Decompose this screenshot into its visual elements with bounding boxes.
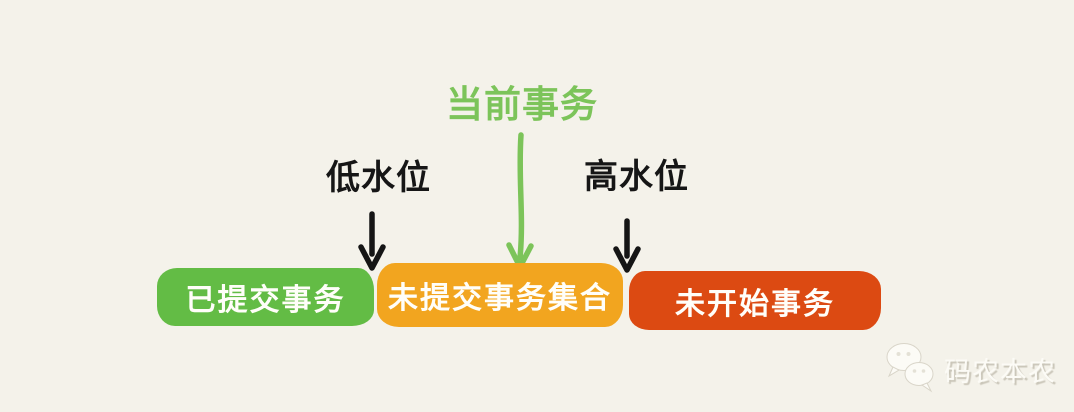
current-transaction-arrow <box>506 132 534 270</box>
bar-uncommitted-transaction-set: 未提交事务集合 <box>377 263 623 327</box>
bar-uncommitted-label: 未提交事务集合 <box>388 282 612 315</box>
high-watermark-label: 高水位 <box>584 158 689 196</box>
bar-not-started-label: 未开始事务 <box>675 287 835 321</box>
low-watermark-arrow <box>358 211 386 271</box>
watermark-text: 码农本农 <box>944 356 1056 387</box>
bar-not-started-transactions: 未开始事务 <box>629 271 881 330</box>
watermark: 码农本农 <box>883 341 1056 397</box>
wechat-icon <box>886 343 934 393</box>
bar-committed-label: 已提交事务 <box>185 284 346 317</box>
high-watermark-arrow <box>613 218 641 273</box>
low-watermark-label: 低水位 <box>326 159 431 197</box>
bar-committed-transactions: 已提交事务 <box>157 268 374 326</box>
current-transaction-label: 当前事务 <box>446 84 598 125</box>
